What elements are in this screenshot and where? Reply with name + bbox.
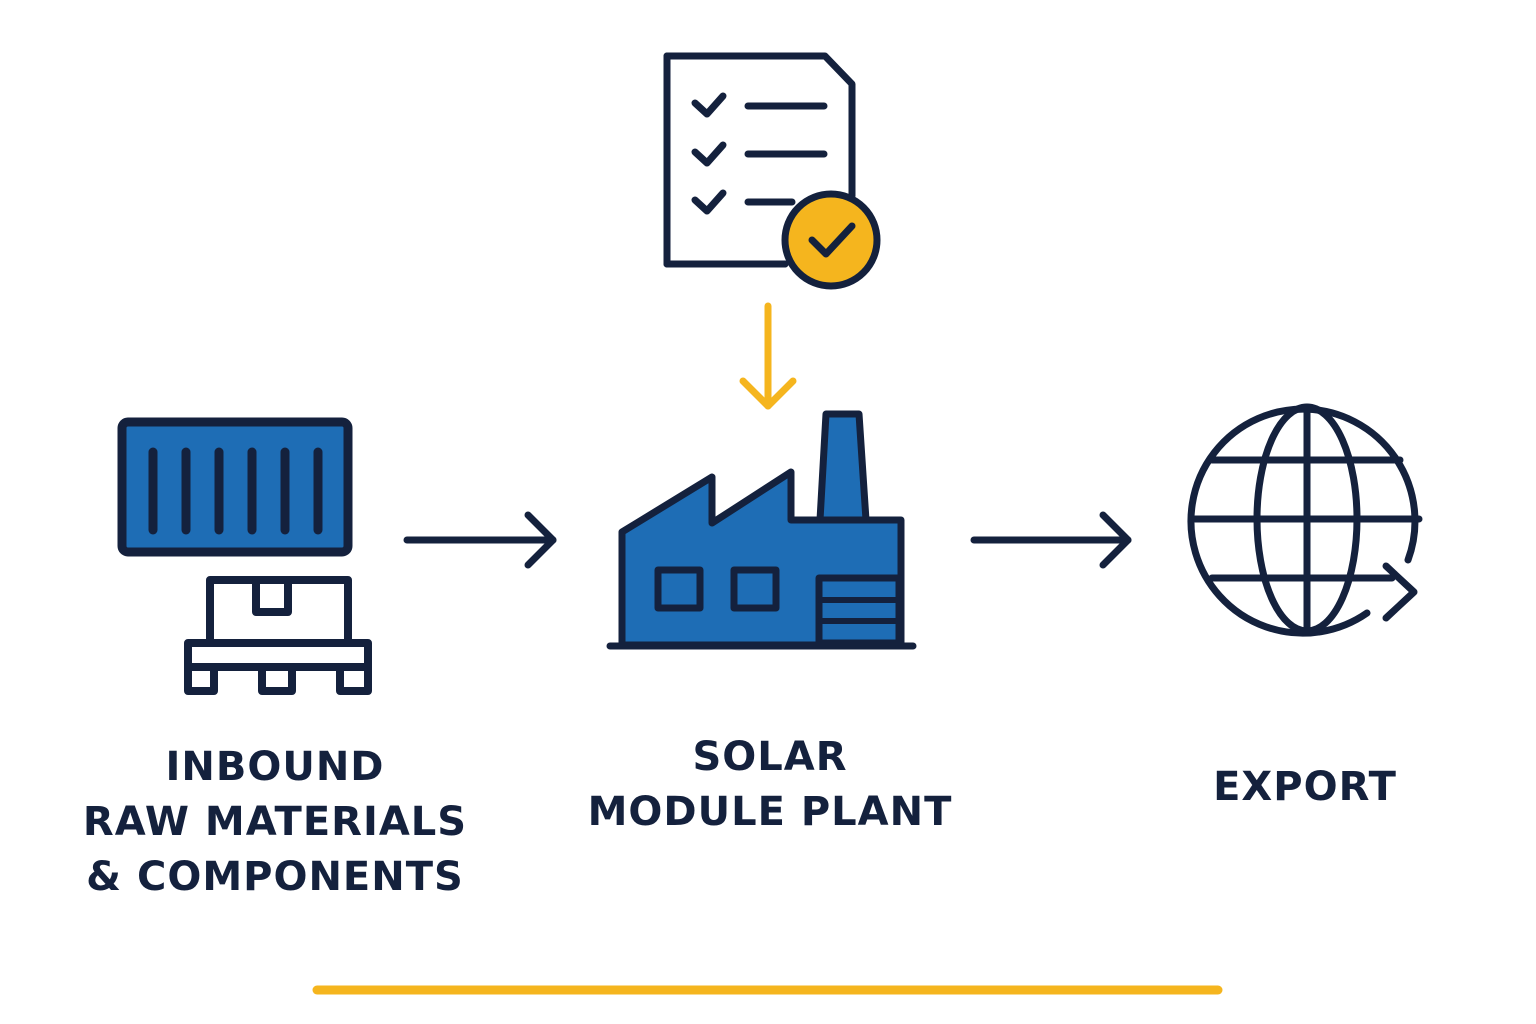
label-plant-line-2: MODULE PLANT [587,789,953,835]
label-export-line-1: EXPORT [1213,764,1397,810]
arrow-to-export [970,511,1132,569]
arrow-to-plant [403,511,557,569]
globe-export-icon [1187,403,1423,637]
arrow-certification-down [739,302,797,410]
shipping-container-icon [117,417,353,557]
label-inbound-line-3: & COMPONENTS [86,854,464,900]
label-inbound-line-1: INBOUND [165,744,385,790]
label-export: EXPORT [1150,760,1460,815]
label-inbound: INBOUND RAW MATERIALS & COMPONENTS [40,740,510,905]
label-plant: SOLAR MODULE PLANT [540,730,1000,840]
label-plant-line-1: SOLAR [692,734,848,780]
factory-icon [606,410,917,650]
certified-checklist-icon [663,52,881,290]
pallet-box-icon [184,576,372,695]
label-inbound-line-2: RAW MATERIALS [82,799,468,845]
